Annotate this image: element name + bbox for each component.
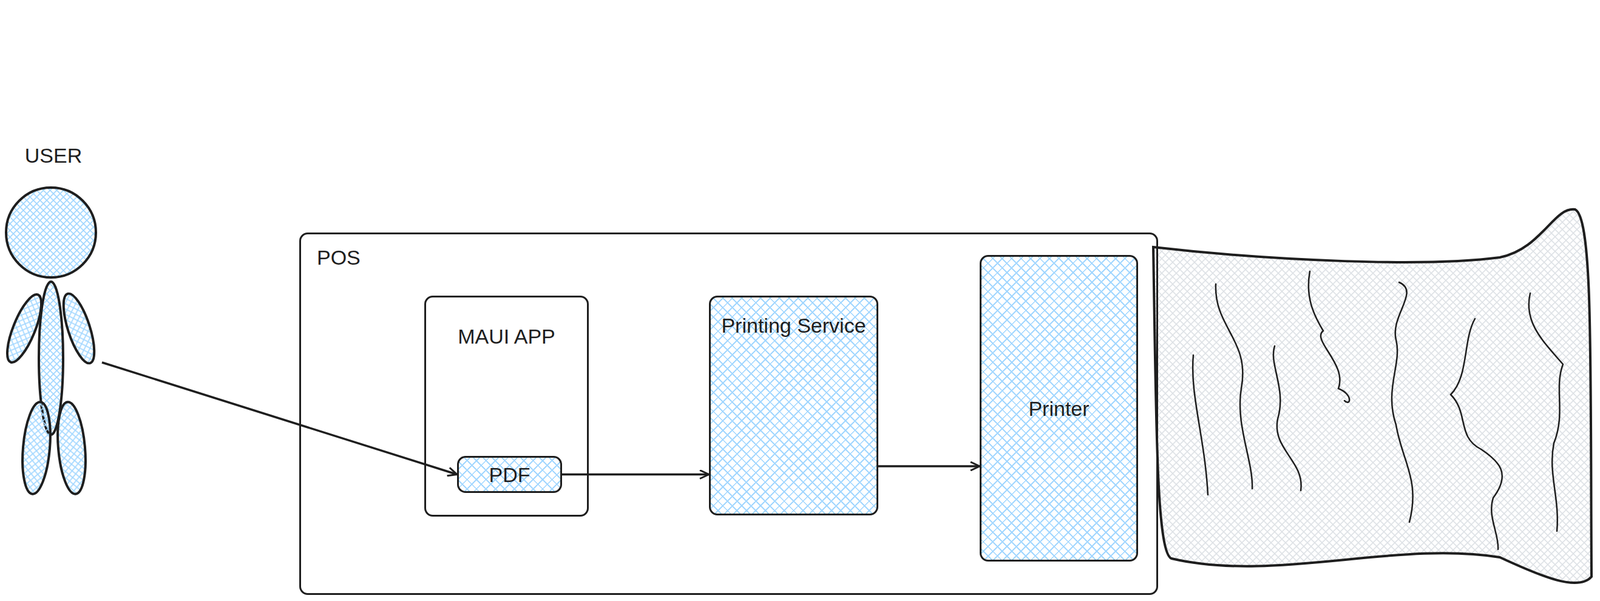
- scribble-line: [1308, 271, 1350, 403]
- paper-scribbles: [1192, 271, 1563, 550]
- printer-box: Printer: [979, 254, 1139, 562]
- node-label: Printer: [1028, 395, 1089, 421]
- flow-arrow: [101, 362, 458, 475]
- service-box: Printing Service: [708, 295, 879, 516]
- paper-sheet: [1153, 209, 1592, 583]
- node-label: MAUI APP: [457, 324, 556, 350]
- body-part: [4, 290, 48, 367]
- body-part: [6, 187, 96, 278]
- document-box: PDF: [457, 455, 563, 493]
- system-boundary: POS MAUI APP PDF Printing ServicePrinter: [299, 232, 1159, 595]
- node-label: PDF: [489, 461, 531, 487]
- stick-figure: [4, 143, 102, 498]
- scribble-line: [1192, 355, 1208, 495]
- actor-figure: USER: [4, 143, 102, 498]
- app-box: MAUI APP PDF: [424, 295, 589, 517]
- flow-arrow: [878, 464, 980, 468]
- body-part: [54, 400, 89, 495]
- flow-arrow: [562, 473, 709, 476]
- body-part: [57, 290, 101, 367]
- node-label: USER: [24, 143, 82, 169]
- scribble-line: [1528, 293, 1563, 532]
- node-label: Printing Service: [721, 313, 866, 339]
- scribble-line: [1391, 282, 1414, 523]
- node-label: POS: [316, 245, 361, 271]
- scribble-line: [1450, 318, 1503, 550]
- body-part: [18, 400, 54, 495]
- scribble-line: [1273, 345, 1302, 491]
- scribble-line: [1215, 284, 1253, 489]
